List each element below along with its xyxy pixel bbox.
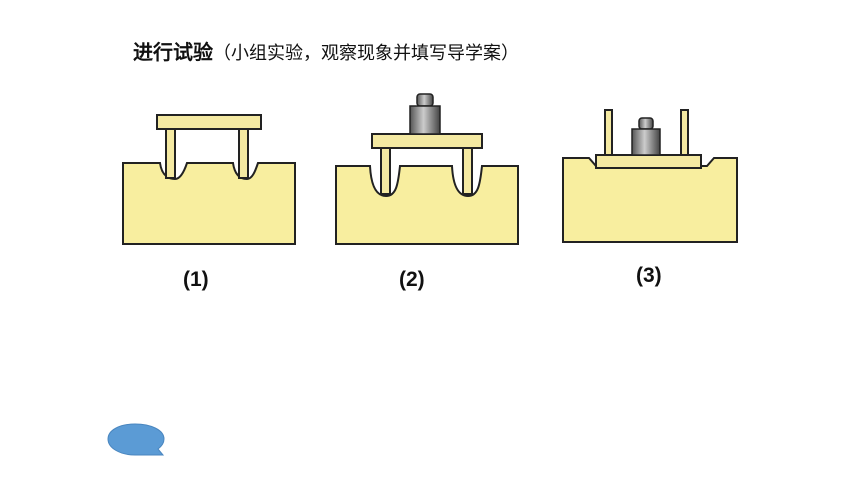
figure-1-right-leg <box>238 128 249 179</box>
figure-3-material-block <box>562 157 738 243</box>
figure-3-left-leg <box>604 109 613 156</box>
figure-1-table-top <box>156 114 262 130</box>
figure-3-weight <box>631 117 661 156</box>
figure-2-right-leg <box>462 147 473 195</box>
figure-2-material-block <box>335 165 519 245</box>
figure-3-right-leg <box>680 109 689 156</box>
figure-1 <box>122 114 296 245</box>
speech-bubble-icon[interactable] <box>106 422 168 458</box>
figure-2-weight <box>409 93 441 135</box>
figure-1-material-block <box>122 162 296 245</box>
title-subtitle: （小组实验，观察现象并填写导学案） <box>213 43 519 64</box>
figure-1-left-leg <box>165 128 176 179</box>
figure-2 <box>335 93 519 245</box>
slide-title: 进行试验（小组实验，观察现象并填写导学案） <box>133 36 519 65</box>
title-main: 进行试验 <box>133 40 213 64</box>
figure-2-label: (2) <box>399 268 425 291</box>
figure-3-label: (3) <box>636 264 662 287</box>
figure-3-table-top <box>595 154 702 169</box>
figure-2-table-top <box>371 133 483 149</box>
figure-2-left-leg <box>380 147 391 195</box>
figure-3 <box>562 109 738 243</box>
figure-1-label: (1) <box>183 268 209 291</box>
